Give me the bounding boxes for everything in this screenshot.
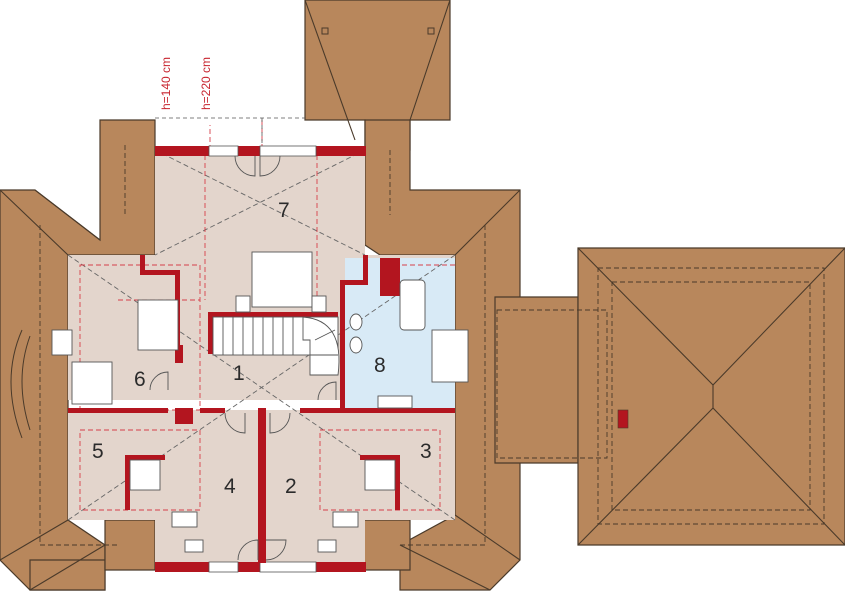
room-number-1: 1: [233, 362, 245, 385]
walls: [68, 145, 455, 573]
window-height-label-140: h=140 cm: [159, 57, 173, 110]
door-swings: [149, 155, 337, 561]
room-number-3: 3: [420, 440, 432, 463]
garage-marker: [617, 409, 629, 429]
room-number-6: 6: [134, 368, 146, 391]
staircase: [212, 316, 340, 376]
room-number-5: 5: [92, 440, 104, 463]
window-height-label-220: h=220 cm: [199, 57, 213, 110]
room-number-4: 4: [224, 475, 236, 498]
fixtures: [51, 251, 469, 553]
room-number-8: 8: [374, 354, 386, 377]
roof-dashed-outlines: [39, 145, 825, 546]
room-number-7: 7: [278, 199, 290, 222]
room-number-2: 2: [285, 475, 297, 498]
window-height-guides: [155, 117, 305, 150]
